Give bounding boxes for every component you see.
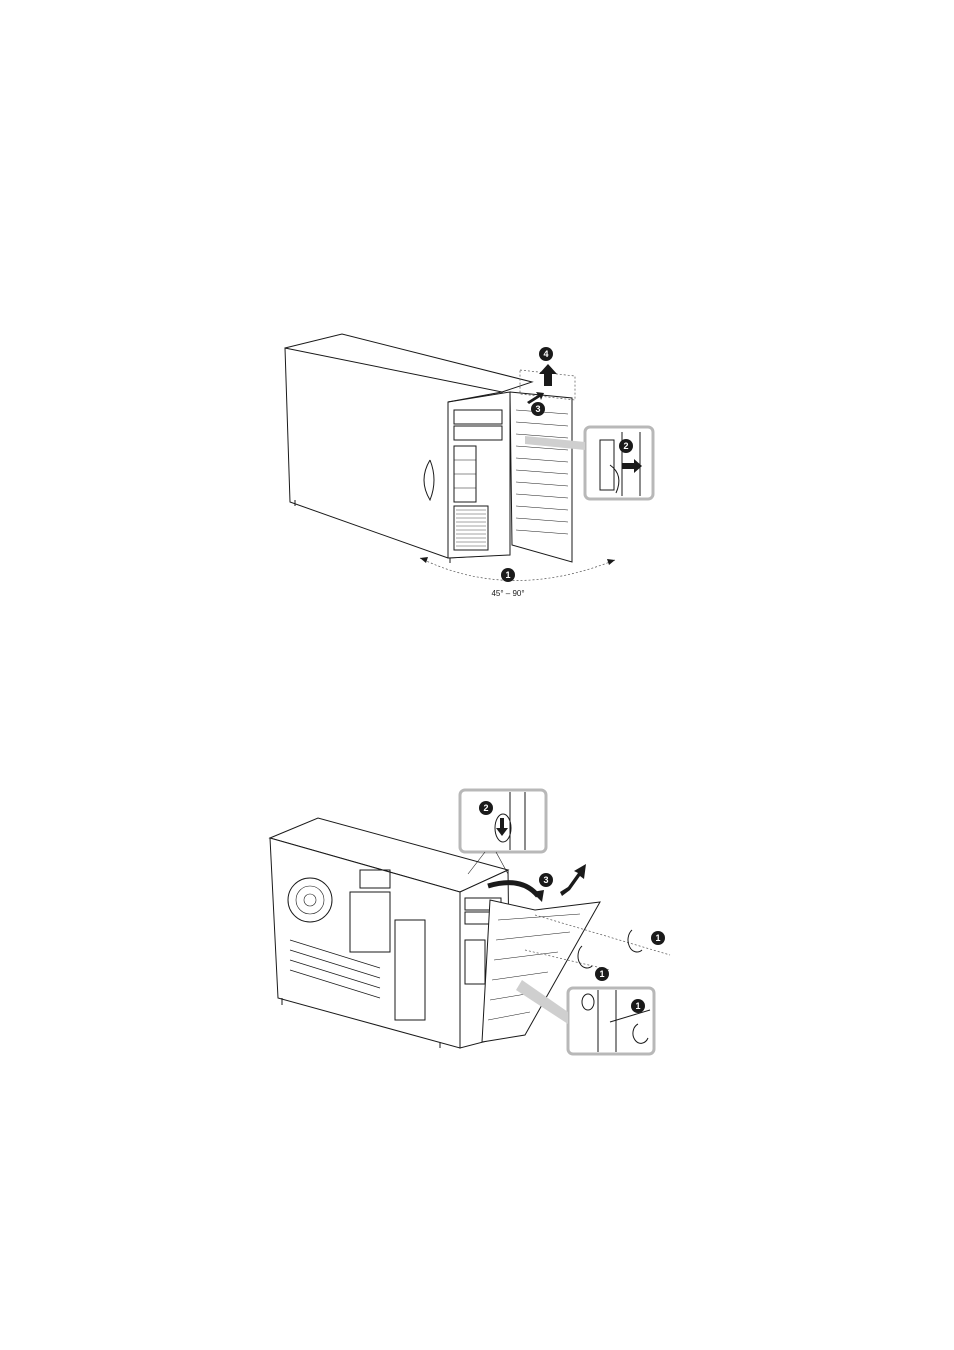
- svg-text:1: 1: [655, 933, 660, 943]
- rotate-ccw-icon: [578, 946, 592, 968]
- callout-1: 1: [651, 931, 665, 945]
- front-door-open: [510, 392, 572, 562]
- arrow-up-icon: [539, 364, 557, 386]
- svg-text:2: 2: [483, 803, 488, 813]
- svg-text:1: 1: [635, 1001, 640, 1011]
- rotate-ccw-icon: [628, 930, 642, 952]
- arrow-up-icon: [560, 864, 586, 896]
- callout-3: 3: [539, 873, 553, 887]
- swing-arc: [420, 558, 615, 581]
- angle-label: 45° – 90°: [491, 589, 524, 598]
- svg-text:3: 3: [535, 404, 540, 414]
- svg-text:2: 2: [623, 441, 628, 451]
- callout-1: 1: [595, 967, 609, 981]
- svg-text:3: 3: [543, 875, 548, 885]
- figure-front-bezel-removal: 1 2 3 1 1: [260, 780, 680, 1060]
- callout-4: 4: [539, 347, 553, 361]
- detail-inset-latch: [585, 427, 653, 499]
- callout-3: 3: [531, 402, 545, 416]
- callout-2: 2: [479, 801, 493, 815]
- callout-2: 2: [619, 439, 633, 453]
- callout-1: 1: [631, 999, 645, 1013]
- svg-text:4: 4: [543, 349, 548, 359]
- svg-text:1: 1: [599, 969, 604, 979]
- figure-front-door-removal: 4 3 2 1 45° – 90°: [270, 330, 670, 605]
- svg-text:1: 1: [505, 570, 510, 580]
- illustration-front-door: 4 3 2 1 45° – 90°: [270, 330, 670, 605]
- callout-1: 1: [501, 568, 515, 582]
- chassis-front: [448, 392, 510, 558]
- illustration-front-bezel: 1 2 3 1 1: [260, 780, 680, 1060]
- detail-inset-screw: [568, 988, 654, 1054]
